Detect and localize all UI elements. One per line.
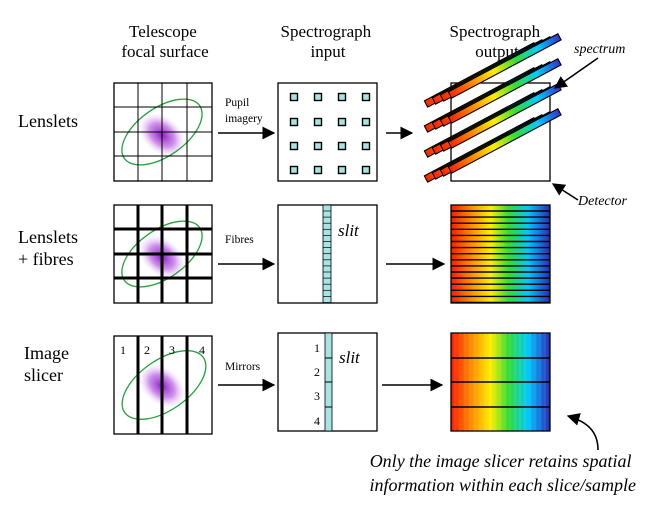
psf-ellipse bbox=[121, 350, 207, 420]
slit-slice-number-4: 4 bbox=[314, 414, 320, 428]
lenslet-pupil-square bbox=[313, 165, 323, 175]
lenslet-pupil-square bbox=[313, 117, 323, 127]
annotation-spectrum: spectrum bbox=[574, 42, 625, 57]
note-text: Only the image slicer retains spatial in… bbox=[370, 451, 636, 495]
lenslet-pupil-square bbox=[361, 165, 371, 175]
slit-slice-number-1: 1 bbox=[314, 341, 320, 355]
spectrograph-input-fibres: slit bbox=[277, 204, 378, 304]
lenslet-pupil-square bbox=[289, 165, 299, 175]
lenslet-pupil-square bbox=[337, 92, 347, 102]
spectrograph-input-slicer: 1 2 3 4 slit bbox=[277, 332, 378, 432]
lenslet-pupil-square bbox=[313, 92, 323, 102]
lenslet-pupil-square bbox=[337, 117, 347, 127]
psf-ellipse bbox=[121, 98, 203, 166]
arrow-spectrum bbox=[553, 57, 599, 89]
header-spectrograph-input: Spectrograph input bbox=[281, 22, 376, 61]
slice-number-2: 2 bbox=[144, 343, 150, 357]
lenslet-pupil-square bbox=[289, 141, 299, 151]
lenslet-pupil-square bbox=[337, 165, 347, 175]
header-focal-surface: Telescope focal surface bbox=[121, 22, 208, 61]
arrow-label-fibres: Fibres bbox=[225, 234, 254, 246]
spectrograph-input-lenslets bbox=[277, 82, 378, 182]
tilted-spectrum bbox=[447, 107, 562, 174]
slice-number-4: 4 bbox=[199, 343, 205, 357]
lenslet-pupil-square bbox=[337, 141, 347, 151]
row-label-lenslets-fibres: Lenslets + fibres bbox=[18, 227, 83, 269]
tilted-spectrum bbox=[447, 32, 562, 99]
arrow-detector bbox=[551, 183, 579, 201]
row-label-image-slicer: Image slicer bbox=[24, 343, 73, 385]
slit-label: slit bbox=[338, 221, 360, 240]
arrow-label-mirrors: Mirrors bbox=[225, 361, 261, 373]
focal-surface-slicer: 1 2 3 4 bbox=[113, 335, 213, 435]
focal-surface-fibres bbox=[113, 204, 213, 304]
lenslet-pupil-square bbox=[361, 92, 371, 102]
slit-slice-number-3: 3 bbox=[314, 389, 320, 403]
row-label-lenslets: Lenslets bbox=[18, 111, 78, 131]
arrow-label-pupil-imagery: Pupil imagery bbox=[225, 97, 263, 125]
slice-number-1: 1 bbox=[120, 343, 126, 357]
lenslet-pupil-square bbox=[361, 141, 371, 151]
slice-number-3: 3 bbox=[169, 343, 175, 357]
arrow-note-pointer bbox=[566, 413, 599, 451]
lenslet-pupil-square bbox=[361, 117, 371, 127]
slit-label: slit bbox=[339, 348, 361, 367]
spectrograph-output-fibres bbox=[450, 204, 551, 304]
spectrograph-output-slicer bbox=[450, 332, 551, 432]
slit-slice-number-2: 2 bbox=[314, 365, 320, 379]
tilted-spectrum bbox=[447, 57, 562, 124]
focal-surface-lenslets bbox=[113, 82, 213, 182]
spectrograph-output-lenslets bbox=[423, 32, 562, 183]
lenslet-pupil-square bbox=[289, 92, 299, 102]
lenslet-pupil-square bbox=[313, 141, 323, 151]
annotation-detector: Detector bbox=[577, 194, 628, 209]
lenslet-pupil-square bbox=[289, 117, 299, 127]
